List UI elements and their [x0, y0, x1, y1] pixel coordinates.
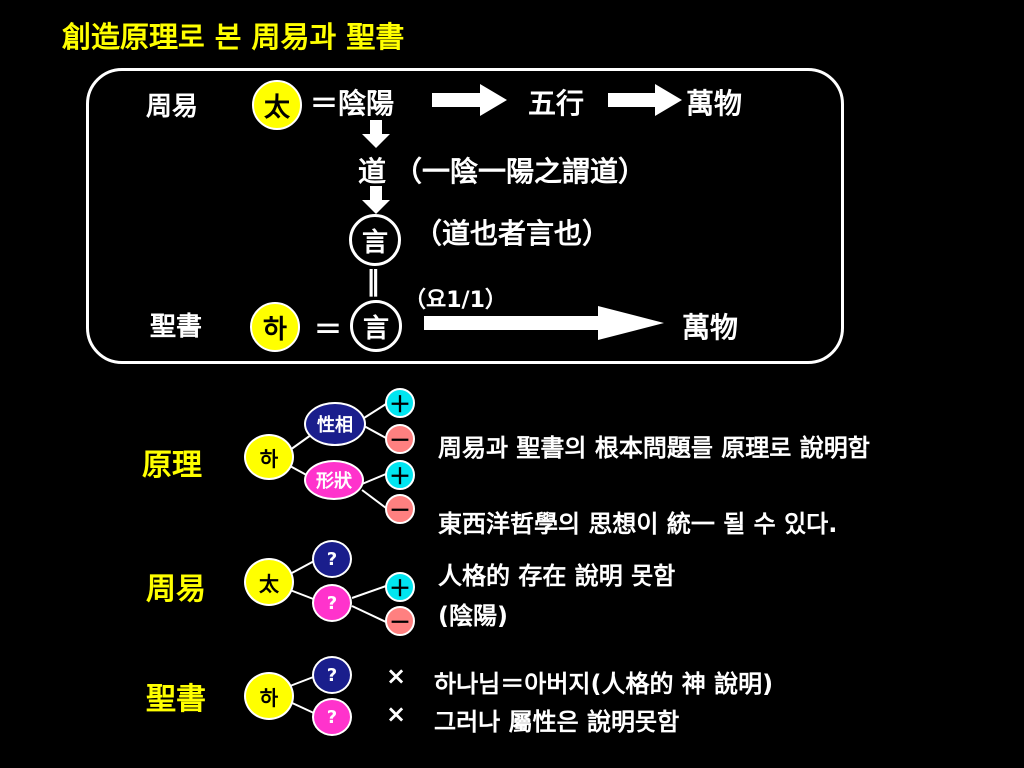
eq-sign: ＝ — [314, 313, 343, 346]
bible-text-2: 그러나 屬性은 說明못함 — [434, 708, 680, 736]
arrow-yan-to-wanwu — [424, 306, 664, 340]
wanwu-bottom-text: 萬物 — [682, 311, 739, 344]
slide-title: 創造原理로 본 周易과 聖書 — [62, 20, 405, 54]
john-reference-text: （요1/1） — [404, 288, 507, 313]
line-xingzhuang-to-plus — [361, 473, 387, 485]
ha-circle-top: 하 — [250, 302, 300, 352]
zhouyi-plus-circle: ＋ — [385, 572, 415, 602]
principle-text-2: 東西洋哲學의 思想이 統一 될 수 있다. — [438, 510, 838, 538]
bible-text-1: 하나님＝아버지(人格的 神 說明) — [434, 670, 774, 698]
zhouyi-minus-circle: － — [385, 606, 415, 636]
zhouyi-text-1: 人格的 存在 說明 못함 — [438, 562, 676, 590]
wanwu-top-text: 萬物 — [686, 87, 743, 120]
yan-circle-upper: 言 — [349, 214, 401, 266]
xingxiang-circle: 性相 — [304, 402, 366, 446]
zhouyi-label-top: 周易 — [146, 92, 199, 122]
bible-cross-mark-2: × — [386, 700, 407, 728]
zhouyi-label: 周易 — [146, 572, 206, 607]
arrow-wuxing-to-wanwu — [608, 84, 682, 116]
line-q2-to-minus — [351, 605, 387, 623]
zhouyi-tai-circle: 太 — [244, 558, 294, 606]
eq-yinyang-text: ＝陰陽 — [310, 87, 395, 120]
line-ha-to-q1-bible — [289, 675, 317, 687]
zhouyi-text-2: (陰陽) — [438, 602, 508, 630]
line-ha-to-q2-bible — [289, 701, 317, 715]
bible-cross-mark-1: × — [386, 662, 407, 690]
bible-ha-circle: 하 — [244, 672, 294, 720]
yan-circle-lower: 言 — [350, 300, 402, 352]
xingzhuang-circle: 形狀 — [304, 460, 364, 500]
zhouyi-question-circle-2: ? — [312, 584, 352, 622]
bible-question-circle-2: ? — [312, 698, 352, 736]
dao-text: 道 — [358, 155, 387, 188]
minus-circle-xingxiang: － — [385, 424, 415, 454]
plus-circle-xingxiang: ＋ — [385, 388, 415, 418]
line-tai-to-q1 — [289, 559, 317, 575]
plus-circle-xingzhuang: ＋ — [385, 460, 415, 490]
comparison-frame — [86, 68, 844, 364]
minus-circle-xingzhuang: － — [385, 494, 415, 524]
line-xingxiang-to-plus — [363, 403, 387, 419]
bible-question-circle-1: ? — [312, 656, 352, 694]
yan-quote-text: （道也者言也） — [414, 217, 611, 250]
arrow-down-to-yan — [362, 186, 390, 214]
principle-text-1: 周易과 聖書의 根本問題를 原理로 說明함 — [438, 434, 870, 462]
bible-label-top: 聖書 — [150, 312, 203, 342]
line-q2-to-plus — [351, 585, 387, 599]
arrow-yinyang-to-wuxing — [432, 84, 507, 116]
line-tai-to-q2 — [289, 589, 317, 601]
line-xingxiang-to-minus — [363, 425, 387, 439]
principle-label: 原理 — [142, 448, 202, 483]
double-bar-equals: ‖ — [366, 264, 380, 297]
arrow-down-to-dao — [362, 120, 390, 148]
tai-circle: 太 — [252, 80, 302, 130]
principle-ha-circle: 하 — [244, 434, 294, 480]
zhouyi-question-circle-1: ? — [312, 540, 352, 578]
bible-label: 聖書 — [146, 682, 206, 717]
wuxing-text: 五行 — [528, 87, 585, 120]
dao-quote-text: （一陰一陽之謂道） — [394, 155, 647, 188]
line-xingzhuang-to-minus — [361, 489, 387, 509]
